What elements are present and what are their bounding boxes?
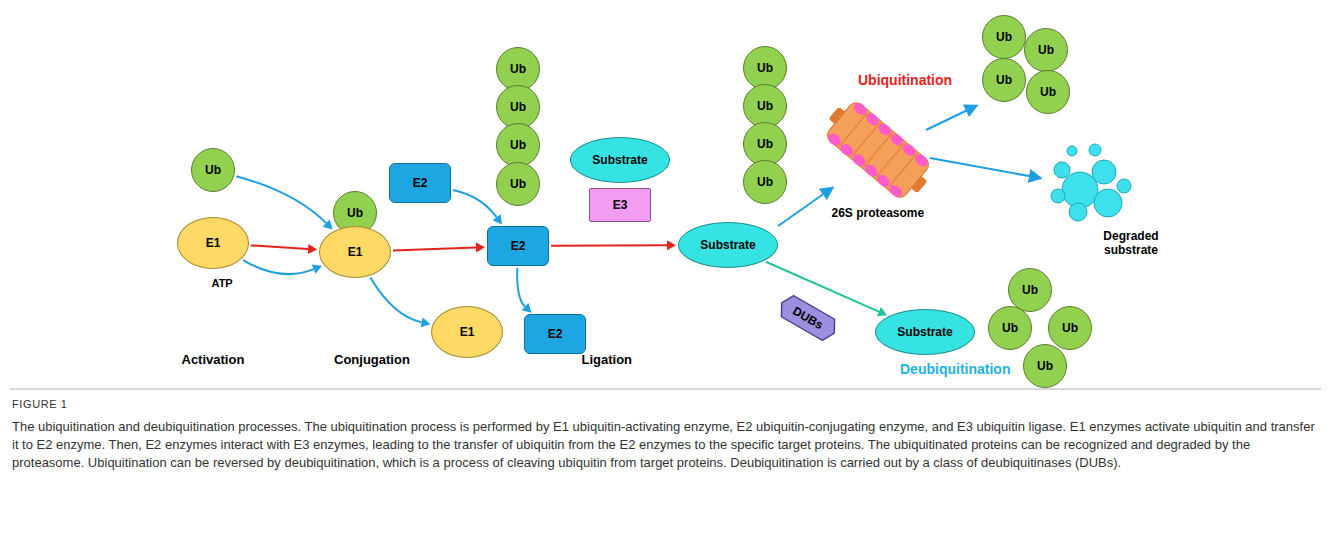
pathway-arrows xyxy=(778,106,1040,226)
annotation-label: Deubiquitination xyxy=(900,361,1010,378)
node-label: Ub xyxy=(1002,321,1018,335)
arrow-line xyxy=(393,248,476,251)
ubiquitin-circle: Ub xyxy=(743,160,787,204)
ubiquitin-circle: Ub xyxy=(191,148,235,192)
ubiquitin-circle: Ub xyxy=(1023,344,1067,388)
arrow-line xyxy=(453,190,497,217)
node-label: Ub xyxy=(996,30,1012,44)
node-label: E1 xyxy=(460,325,475,339)
node-label: Ub xyxy=(757,99,773,113)
e2-enzyme: E2 xyxy=(487,226,549,266)
caption-rule xyxy=(10,389,1321,390)
reaction-arrow xyxy=(453,190,502,224)
arrow-line xyxy=(551,244,667,247)
e1-enzyme: E1 xyxy=(177,217,249,269)
degraded-bubbles xyxy=(1051,144,1131,221)
node-label: Ub xyxy=(205,163,221,177)
annotation-label: ATP xyxy=(212,277,233,290)
reaction-arrow xyxy=(517,268,532,313)
arrowhead xyxy=(323,220,333,230)
annotation-label: Ubiquitination xyxy=(858,72,952,89)
annotation-label: Degraded substrate xyxy=(1091,229,1171,258)
ubiquitin-circle: Ub xyxy=(1048,306,1092,350)
node-label: Ub xyxy=(1040,85,1056,99)
ubiquitin-circle: Ub xyxy=(1024,28,1068,72)
node-label: Ub xyxy=(510,62,526,76)
reaction-arrow xyxy=(370,278,430,328)
ubiquitin-circle: Ub xyxy=(496,162,540,206)
node-label: E1 xyxy=(206,236,221,250)
arrowhead xyxy=(308,244,317,254)
node-label: E3 xyxy=(613,198,628,212)
annotation-label: Conjugation xyxy=(334,352,410,368)
node-label: Ub xyxy=(510,100,526,114)
ubiquitin-circle: Ub xyxy=(1008,268,1052,312)
arrow-line xyxy=(370,278,421,323)
reaction-arrow xyxy=(251,244,317,254)
arrowhead xyxy=(476,243,485,253)
node-label: Substrate xyxy=(897,325,952,339)
ubiquitin-circle: Ub xyxy=(988,306,1032,350)
arrow-line xyxy=(236,176,326,223)
node-label: E2 xyxy=(413,176,428,190)
node-label: E2 xyxy=(548,327,563,341)
substrate-ellipse: Substrate xyxy=(875,309,975,355)
node-label: Ub xyxy=(996,73,1012,87)
annotation-label: 26S proteasome xyxy=(832,206,925,220)
arrow-line xyxy=(243,260,314,274)
node-label: Ub xyxy=(510,177,526,191)
node-label: Ub xyxy=(757,61,773,75)
e1-enzyme: E1 xyxy=(431,306,503,358)
proteasome-illustration xyxy=(817,94,938,207)
node-label: E2 xyxy=(511,239,526,253)
e3-ligase: E3 xyxy=(589,188,651,222)
e1-enzyme: E1 xyxy=(319,226,391,278)
arrowhead xyxy=(312,265,322,274)
figure-number: FIGURE 1 xyxy=(12,398,68,411)
annotation-label: Activation xyxy=(182,352,245,368)
node-label: Substrate xyxy=(700,238,755,252)
reaction-arrow xyxy=(551,240,676,250)
reaction-arrow xyxy=(243,260,322,274)
hexagon-shape xyxy=(776,292,841,344)
substrate-ellipse: Substrate xyxy=(678,222,778,268)
ubiquitin-circle: Ub xyxy=(1026,70,1070,114)
node-label: Ub xyxy=(1037,359,1053,373)
ubiquitin-circle: Ub xyxy=(496,123,540,167)
node-label: Ub xyxy=(1038,43,1054,57)
reaction-arrow xyxy=(236,176,332,229)
arrowhead xyxy=(877,307,887,316)
ubiquitin-circle: Ub xyxy=(982,15,1026,59)
node-label: Ub xyxy=(510,138,526,152)
annotation-label: Ligation xyxy=(582,352,633,368)
ubiquitin-circle: Ub xyxy=(982,58,1026,102)
arrowhead xyxy=(421,317,431,327)
node-label: Ub xyxy=(757,137,773,151)
arrowhead xyxy=(493,214,502,224)
e2-enzyme: E2 xyxy=(389,163,451,203)
node-label: Ub xyxy=(1062,321,1078,335)
figure-caption: The ubiquitination and deubiquitination … xyxy=(12,418,1317,473)
node-label: E1 xyxy=(348,245,363,259)
reaction-arrow xyxy=(393,243,485,253)
node-label: Ub xyxy=(347,206,363,220)
arrowhead xyxy=(667,240,676,250)
node-label: Ub xyxy=(757,175,773,189)
arrow-line xyxy=(517,268,525,307)
arrow-line xyxy=(251,245,308,249)
arrowhead xyxy=(522,303,532,313)
node-label: Substrate xyxy=(592,153,647,167)
substrate-ellipse: Substrate xyxy=(570,137,670,183)
node-label: Ub xyxy=(1022,283,1038,297)
dubs-hexagon: DUBs xyxy=(775,291,842,345)
e2-enzyme: E2 xyxy=(524,314,586,354)
